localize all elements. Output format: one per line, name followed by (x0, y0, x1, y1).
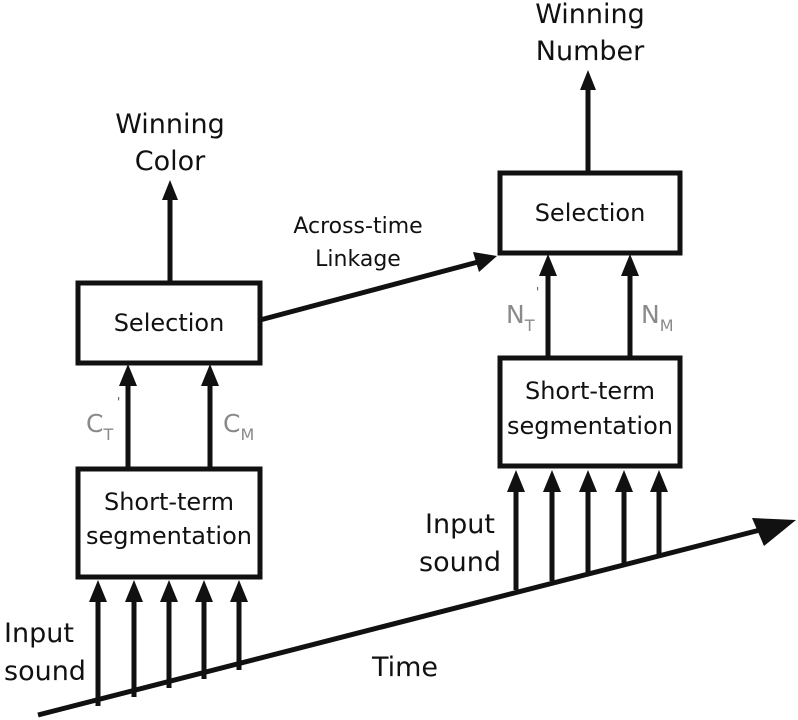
right-selection-label: Selection (535, 199, 646, 227)
left-signal-arrow-cm (201, 364, 219, 468)
right-output-arrow (580, 70, 596, 172)
left-segmentation-label-line1: Short-term (104, 488, 234, 516)
right-input-label-line2: sound (419, 547, 501, 578)
left-output-label-line2: Color (135, 146, 206, 177)
left-output-arrow (162, 180, 178, 282)
right-signal-nm-label: NM (641, 300, 674, 335)
right-signal-arrow-nt (539, 254, 557, 357)
left-segmentation-label-line2: segmentation (86, 522, 252, 550)
left-signal-ct-label: CT (86, 409, 113, 444)
left-input-label-line2: sound (4, 656, 86, 687)
right-segmentation-label-line2: segmentation (507, 412, 673, 440)
left-signal-cm-label: CM (223, 409, 254, 444)
left-signal-ct-mark: ' (117, 395, 120, 409)
left-input-arrow (160, 580, 178, 688)
left-input-arrow (125, 580, 143, 697)
right-signal-nt-mark: ' (536, 285, 539, 299)
linkage-label-line1: Across-time (293, 214, 422, 239)
right-input-arrow (615, 470, 633, 563)
left-input-arrow (230, 580, 248, 670)
right-signal-nt-label: NT (506, 300, 535, 335)
left-output-label-line1: Winning (115, 109, 225, 140)
right-input-arrows (507, 470, 668, 590)
left-input-label-line1: Input (4, 618, 74, 649)
right-input-arrow (543, 470, 561, 581)
left-input-arrow (89, 580, 107, 706)
right-input-arrow (579, 470, 597, 572)
left-selection-label: Selection (114, 309, 225, 337)
right-input-arrow (650, 470, 668, 554)
right-selection-box (497, 170, 683, 256)
left-input-arrows (89, 580, 248, 706)
right-signal-arrow-nm (621, 254, 639, 357)
left-segmentation-box (75, 466, 263, 580)
time-axis (37, 518, 796, 718)
right-output-label-line1: Winning (535, 0, 645, 30)
right-segmentation-box (497, 355, 683, 469)
linkage-label-line2: Linkage (315, 247, 401, 272)
right-output-label-line2: Number (536, 36, 645, 67)
right-segmentation-label-line1: Short-term (525, 377, 655, 405)
across-time-linkage-arrow (259, 252, 497, 323)
right-input-label-line1: Input (425, 509, 495, 540)
left-signal-arrow-ct (119, 364, 137, 468)
right-input-arrow (507, 470, 525, 590)
left-selection-box (75, 280, 263, 366)
left-input-arrow (195, 580, 213, 679)
time-label: Time (371, 652, 438, 683)
